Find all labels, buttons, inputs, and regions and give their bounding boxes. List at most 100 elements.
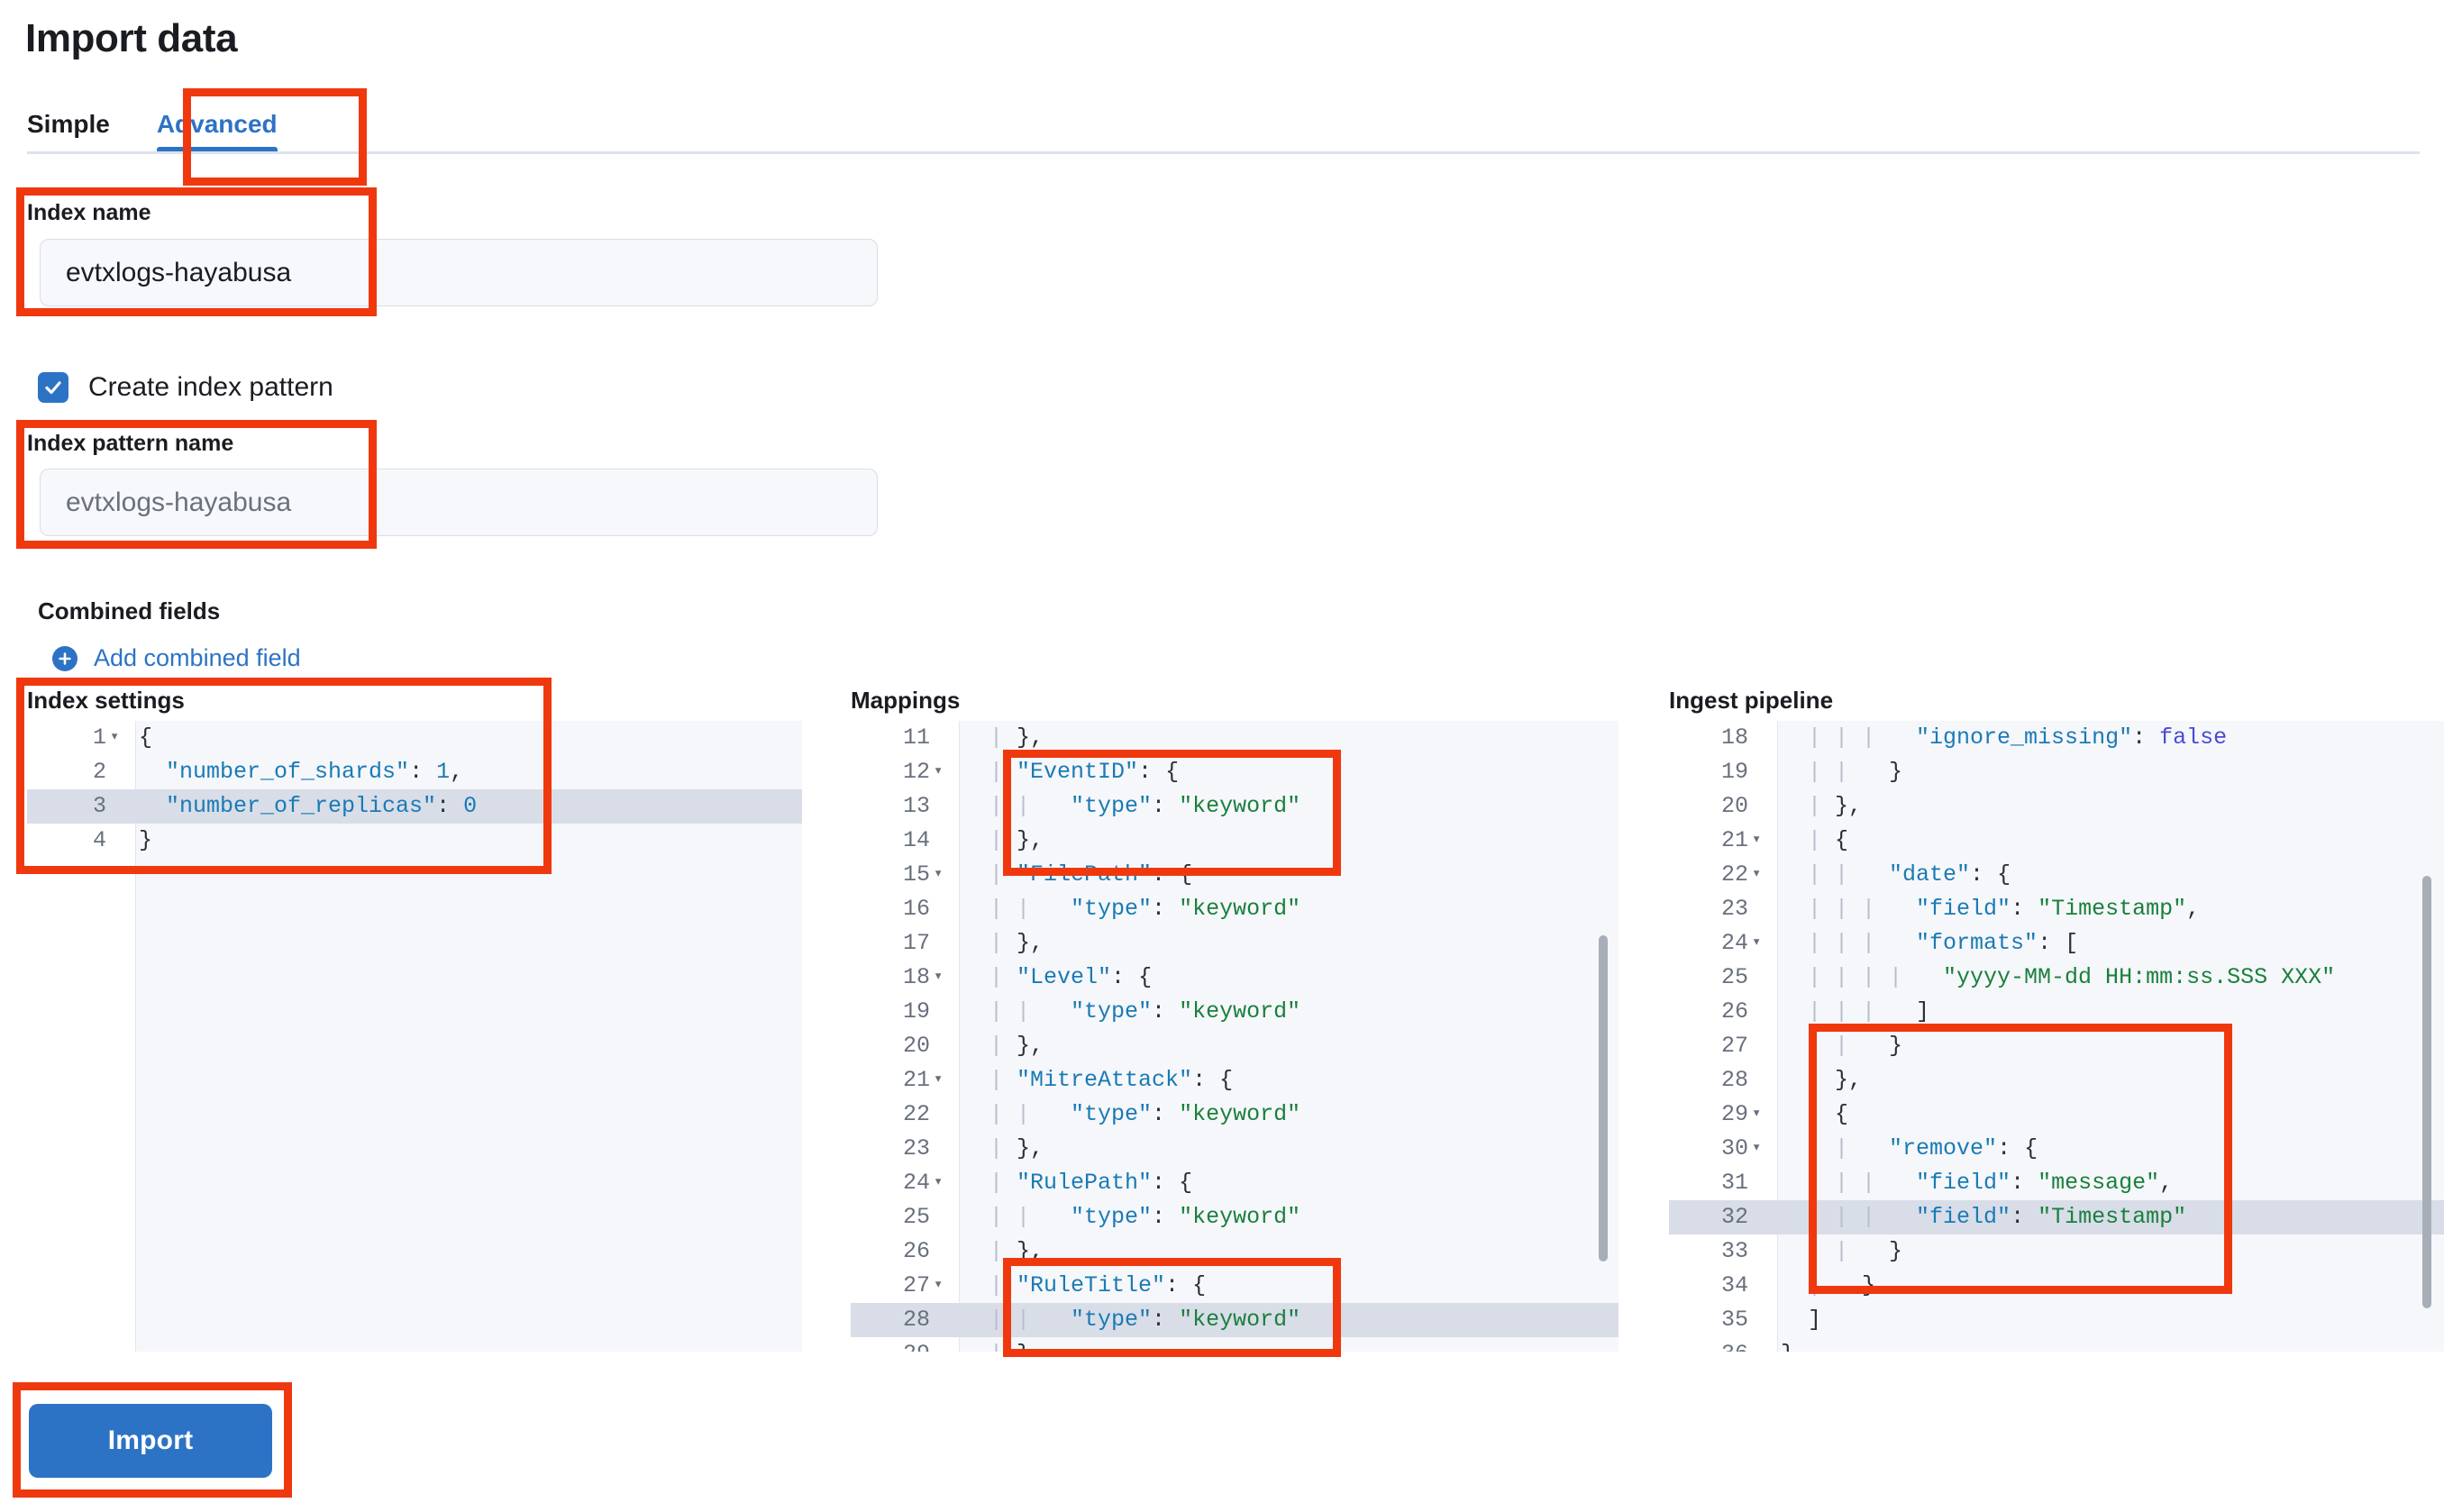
index-pattern-name-input[interactable]: evtxlogs-hayabusa bbox=[40, 469, 878, 536]
mappings-scrollbar[interactable] bbox=[1599, 935, 1608, 1262]
add-combined-field-label: Add combined field bbox=[94, 644, 301, 671]
index-settings-editor[interactable]: 1▾{2 "number_of_shards": 1,3 "number_of_… bbox=[27, 721, 802, 1352]
line-number: 36 bbox=[1669, 1337, 1748, 1352]
editor-line[interactable]: 17 | }, bbox=[851, 926, 1619, 961]
fold-arrow-icon[interactable]: ▾ bbox=[934, 969, 944, 986]
mappings-title: Mappings bbox=[851, 687, 961, 714]
ingest-pipeline-title: Ingest pipeline bbox=[1669, 687, 1834, 714]
code-text: | | } bbox=[1781, 759, 1903, 785]
code-text: "number_of_shards": 1, bbox=[166, 759, 464, 785]
editor-line[interactable]: 23 | }, bbox=[851, 1132, 1619, 1166]
tab-divider bbox=[27, 151, 2420, 154]
editor-line[interactable]: 15▾ | "FilePath": { bbox=[851, 858, 1619, 892]
fold-arrow-icon[interactable]: ▾ bbox=[1752, 1106, 1762, 1123]
import-button[interactable]: Import bbox=[29, 1404, 272, 1478]
fold-arrow-icon[interactable]: ▾ bbox=[934, 1277, 944, 1294]
editor-line[interactable]: 20 | }, bbox=[851, 1029, 1619, 1063]
code-text: | | } bbox=[1781, 1033, 1903, 1059]
editor-line[interactable]: 12▾ | "EventID": { bbox=[851, 755, 1619, 789]
editor-line[interactable]: 28 | }, bbox=[1669, 1063, 2444, 1098]
editor-line[interactable]: 14 | }, bbox=[851, 824, 1619, 858]
editor-line[interactable]: 22 | | "type": "keyword" bbox=[851, 1098, 1619, 1132]
editor-line[interactable]: 31 | | | "field": "message", bbox=[1669, 1166, 2444, 1200]
line-number: 4 bbox=[92, 827, 106, 853]
editor-line[interactable]: 26 | }, bbox=[851, 1234, 1619, 1269]
line-number: 27 bbox=[902, 1272, 930, 1298]
code-text: | | } bbox=[1781, 1238, 1903, 1264]
checkbox-checked-icon[interactable] bbox=[38, 372, 68, 403]
tab-simple[interactable]: Simple bbox=[27, 110, 110, 138]
code-text: | }, bbox=[962, 1337, 1044, 1352]
fold-arrow-icon[interactable]: ▾ bbox=[1752, 832, 1762, 849]
code-text: | | | "field": "message", bbox=[1781, 1170, 2174, 1196]
editor-line[interactable]: 30▾ | | "remove": { bbox=[1669, 1132, 2444, 1166]
line-number: 20 bbox=[1720, 793, 1748, 819]
line-number: 17 bbox=[902, 930, 930, 956]
create-index-pattern-label: Create index pattern bbox=[88, 372, 333, 402]
line-number: 27 bbox=[1720, 1033, 1748, 1059]
line-number: 30 bbox=[1720, 1135, 1748, 1161]
editor-line[interactable]: 25 | | "type": "keyword" bbox=[851, 1200, 1619, 1234]
code-text: | | "remove": { bbox=[1781, 1135, 2038, 1161]
editor-line[interactable]: 34 | } bbox=[1669, 1269, 2444, 1303]
editor-line[interactable]: 23 | | | "field": "Timestamp", bbox=[1669, 892, 2444, 926]
code-text: | | "type": "keyword" bbox=[962, 998, 1301, 1025]
add-combined-field-link[interactable]: Add combined field bbox=[52, 644, 301, 672]
line-number: 21 bbox=[902, 1067, 930, 1093]
editor-line[interactable]: 11 | }, bbox=[851, 721, 1619, 755]
code-text: | | "type": "keyword" bbox=[962, 1307, 1301, 1333]
page-title: Import data bbox=[25, 16, 238, 60]
editor-line[interactable]: 28 | | "type": "keyword" bbox=[851, 1303, 1619, 1337]
fold-arrow-icon[interactable]: ▾ bbox=[110, 729, 120, 746]
fold-arrow-icon[interactable]: ▾ bbox=[1752, 934, 1762, 952]
editor-line[interactable]: 29▾ | { bbox=[1669, 1098, 2444, 1132]
editor-line[interactable]: 25 | | | | "yyyy-MM-dd HH:mm:ss.SSS XXX" bbox=[1669, 961, 2444, 995]
code-text: "number_of_replicas": 0 bbox=[166, 793, 478, 819]
editor-line[interactable]: 19 | | } bbox=[1669, 755, 2444, 789]
editor-line[interactable]: 21▾ | { bbox=[1669, 824, 2444, 858]
editor-line[interactable]: 26 | | | ] bbox=[1669, 995, 2444, 1029]
editor-line[interactable]: 4} bbox=[27, 824, 802, 858]
code-text: | } bbox=[1781, 1272, 1876, 1298]
line-number: 22 bbox=[1720, 861, 1748, 888]
editor-line[interactable]: 2 "number_of_shards": 1, bbox=[27, 755, 802, 789]
fold-arrow-icon[interactable]: ▾ bbox=[1752, 866, 1762, 883]
create-index-pattern-row[interactable]: Create index pattern bbox=[38, 372, 333, 403]
editor-line[interactable]: 22▾ | | "date": { bbox=[1669, 858, 2444, 892]
editor-line[interactable]: 27▾ | "RuleTitle": { bbox=[851, 1269, 1619, 1303]
editor-line[interactable]: 18▾ | "Level": { bbox=[851, 961, 1619, 995]
code-text: | | "type": "keyword" bbox=[962, 1204, 1301, 1230]
editor-line[interactable]: 21▾ | "MitreAttack": { bbox=[851, 1063, 1619, 1098]
index-name-input[interactable]: evtxlogs-hayabusa bbox=[40, 239, 878, 306]
editor-line[interactable]: 35 ] bbox=[1669, 1303, 2444, 1337]
code-text: | "RuleTitle": { bbox=[962, 1272, 1207, 1298]
mappings-editor[interactable]: 11 | },12▾ | "EventID": {13 | | "type": … bbox=[851, 721, 1619, 1352]
editor-line[interactable]: 27 | | } bbox=[1669, 1029, 2444, 1063]
editor-line[interactable]: 20 | }, bbox=[1669, 789, 2444, 824]
line-number: 23 bbox=[902, 1135, 930, 1161]
code-text: | "MitreAttack": { bbox=[962, 1067, 1234, 1093]
editor-line[interactable]: 16 | | "type": "keyword" bbox=[851, 892, 1619, 926]
editor-line[interactable]: 24▾ | | | "formats": [ bbox=[1669, 926, 2444, 961]
editor-line[interactable]: 33 | | } bbox=[1669, 1234, 2444, 1269]
fold-arrow-icon[interactable]: ▾ bbox=[934, 1174, 944, 1191]
editor-line[interactable]: 18 | | | "ignore_missing": false bbox=[1669, 721, 2444, 755]
fold-arrow-icon[interactable]: ▾ bbox=[1752, 1140, 1762, 1157]
editor-line[interactable]: 1▾{ bbox=[27, 721, 802, 755]
editor-line[interactable]: 32 | | | "field": "Timestamp" bbox=[1669, 1200, 2444, 1234]
code-text: } bbox=[139, 827, 153, 853]
editor-line[interactable]: 3 "number_of_replicas": 0 bbox=[27, 789, 802, 824]
fold-arrow-icon[interactable]: ▾ bbox=[934, 763, 944, 780]
editor-line[interactable]: 36} bbox=[1669, 1337, 2444, 1352]
editor-line[interactable]: 19 | | "type": "keyword" bbox=[851, 995, 1619, 1029]
editor-line[interactable]: 13 | | "type": "keyword" bbox=[851, 789, 1619, 824]
fold-arrow-icon[interactable]: ▾ bbox=[934, 1071, 944, 1088]
editor-line[interactable]: 24▾ | "RulePath": { bbox=[851, 1166, 1619, 1200]
fold-arrow-icon[interactable]: ▾ bbox=[934, 866, 944, 883]
ingest-pipeline-scrollbar[interactable] bbox=[2422, 876, 2431, 1308]
code-text: } bbox=[1781, 1337, 1794, 1352]
tab-advanced[interactable]: Advanced bbox=[135, 112, 299, 153]
editor-line[interactable]: 29 | }, bbox=[851, 1337, 1619, 1352]
line-number: 19 bbox=[902, 998, 930, 1025]
